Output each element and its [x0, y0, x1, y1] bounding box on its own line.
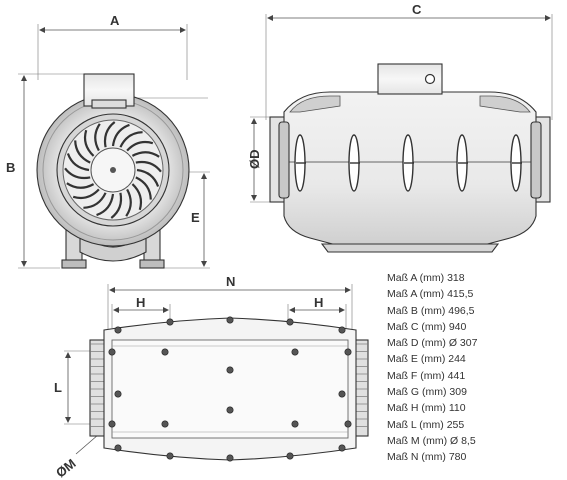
dimension-row: Maß H (mm) 110 — [387, 402, 466, 415]
mounting-hole — [291, 348, 299, 356]
impeller-blade — [66, 153, 90, 172]
mounting-holes — [108, 316, 352, 462]
dimension-b-label: B — [6, 160, 15, 175]
mounting-hole — [226, 316, 234, 324]
impeller-blade — [135, 176, 152, 200]
mounting-hole — [338, 326, 346, 334]
dimension-c-label: C — [412, 2, 422, 17]
dimension-a-label: A — [110, 13, 120, 28]
front-view: A B E — [6, 13, 210, 269]
impeller-blade — [136, 168, 160, 187]
dimension-row: Maß L (mm) 255 — [387, 418, 465, 431]
dimension-h-left-label: H — [136, 295, 145, 310]
impeller-blade — [131, 183, 143, 211]
dimension-row: Maß G (mm) 309 — [387, 386, 467, 399]
mounting-hole — [114, 444, 122, 452]
mounting-hole — [291, 420, 299, 428]
dimension-row: Maß M (mm) Ø 8,5 — [387, 434, 476, 447]
impeller-blade — [103, 121, 116, 148]
dimension-h-right-label: H — [314, 295, 323, 310]
mounting-hole — [161, 420, 169, 428]
mounting-hole — [114, 326, 122, 334]
dimension-row: Maß D (mm) Ø 307 — [387, 337, 478, 350]
impeller-blade — [83, 129, 95, 157]
impeller-blade — [131, 151, 160, 158]
dimension-row: Maß E (mm) 244 — [387, 353, 466, 366]
mounting-hole — [108, 420, 116, 428]
mounting-hole — [344, 348, 352, 356]
impeller-blade — [74, 140, 91, 164]
impeller-blade — [135, 160, 162, 173]
impeller-blade — [126, 140, 154, 152]
dimension-row: Maß F (mm) 441 — [387, 369, 466, 382]
impeller-blade — [125, 188, 132, 217]
impeller-blade — [64, 167, 91, 180]
impeller — [64, 121, 162, 219]
impeller-blade — [96, 193, 115, 217]
dimension-d-label: ØD — [247, 150, 262, 170]
impeller-blade — [119, 131, 143, 148]
mounting-hole — [226, 406, 234, 414]
mounting-hole — [226, 454, 234, 462]
mounting-hole — [226, 366, 234, 374]
mounting-hole — [286, 452, 294, 460]
mounting-hole — [338, 390, 346, 398]
mounting-hole — [166, 452, 174, 460]
dimension-m-label: ØM — [53, 456, 79, 480]
body-latches — [294, 134, 522, 192]
mounting-hole — [166, 318, 174, 326]
mounting-hole — [286, 318, 294, 326]
dimension-row: Maß A (mm) 318 — [387, 272, 465, 284]
dimension-row: Maß B (mm) 496,5 — [387, 304, 475, 317]
dimension-row: Maß C (mm) 940 — [387, 320, 467, 333]
impeller-blade — [94, 123, 101, 152]
dimension-e-label: E — [191, 210, 200, 225]
impeller-blade — [110, 192, 123, 219]
impeller-blade — [72, 188, 100, 200]
dimension-row: Maß A (mm) 415,5 — [387, 288, 474, 301]
mounting-hole — [114, 390, 122, 398]
impeller-blade — [111, 123, 130, 147]
dimension-l-label: L — [54, 380, 62, 395]
mounting-hole — [161, 348, 169, 356]
impeller-blade — [83, 192, 107, 209]
dimension-row: Maß N (mm) 780 — [387, 451, 467, 464]
mounting-hole — [108, 348, 116, 356]
top-view: N H H L ØM — [53, 274, 369, 480]
side-view: C ØD — [247, 2, 553, 253]
mounting-hole — [338, 444, 346, 452]
impeller-blade — [66, 182, 95, 189]
dimension-n-label: N — [226, 274, 235, 289]
mounting-hole — [344, 420, 352, 428]
